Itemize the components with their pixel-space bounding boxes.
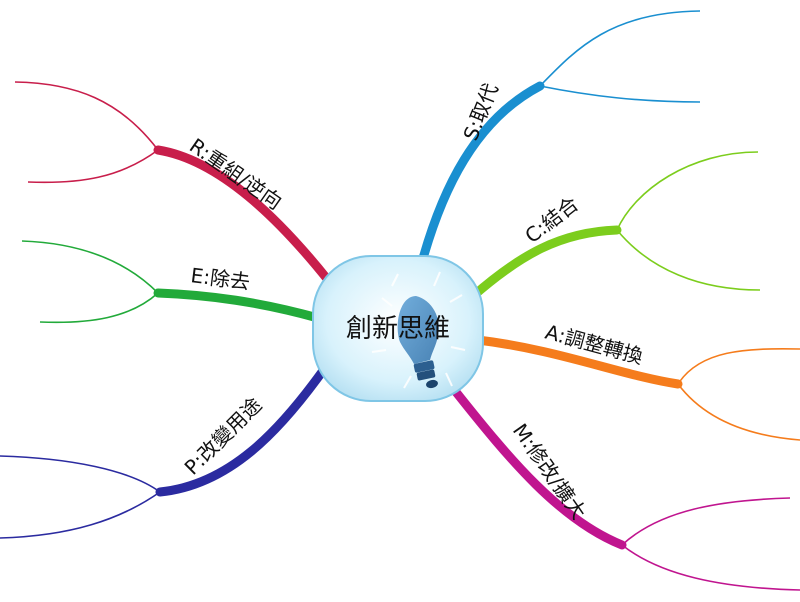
branch-a-twig-upper (677, 348, 800, 385)
branch-r-label: R:重組/逆向 (185, 133, 286, 214)
branch-s-label: S:取代 (458, 80, 503, 144)
branch-m-twig-lower (621, 544, 800, 591)
branch-e-twig-upper (21, 240, 159, 294)
branch-m-stem (451, 387, 627, 550)
branch-c-twig-lower (616, 229, 761, 291)
center-node[interactable]: 創新思維 (312, 255, 484, 402)
branch-p[interactable]: P:改變用途 (0, 367, 327, 539)
branch-r-twig-lower (27, 149, 159, 184)
branch-a-twig-lower (677, 383, 800, 441)
branch-r-twig-upper (14, 81, 159, 151)
branch-s-twig-lower (539, 85, 701, 103)
branch-s-twig-upper (539, 10, 701, 87)
branch-c-twig-upper (616, 151, 759, 231)
branch-p-twig-upper (0, 455, 161, 493)
branch-c[interactable]: C:結合 (467, 151, 761, 302)
branch-m-twig-upper (621, 497, 791, 546)
center-rays (371, 271, 466, 389)
branch-r[interactable]: R:重組/逆向 (14, 81, 333, 285)
branch-p-twig-lower (0, 491, 161, 539)
branch-e-label: E:除去 (189, 263, 251, 294)
center-label: 創新思維 (346, 314, 450, 344)
branch-c-stem (467, 225, 622, 302)
branch-e-twig-lower (39, 292, 159, 324)
branch-e[interactable]: E:除去 (21, 240, 323, 324)
branch-a-stem (473, 335, 683, 389)
branch-e-stem (153, 288, 323, 323)
branch-p-stem (155, 367, 327, 497)
branch-m[interactable]: M:修改/擴大 (451, 387, 800, 591)
lightbulb-icon (397, 296, 439, 389)
branch-r-stem (153, 145, 333, 285)
branch-s-stem (417, 81, 545, 267)
